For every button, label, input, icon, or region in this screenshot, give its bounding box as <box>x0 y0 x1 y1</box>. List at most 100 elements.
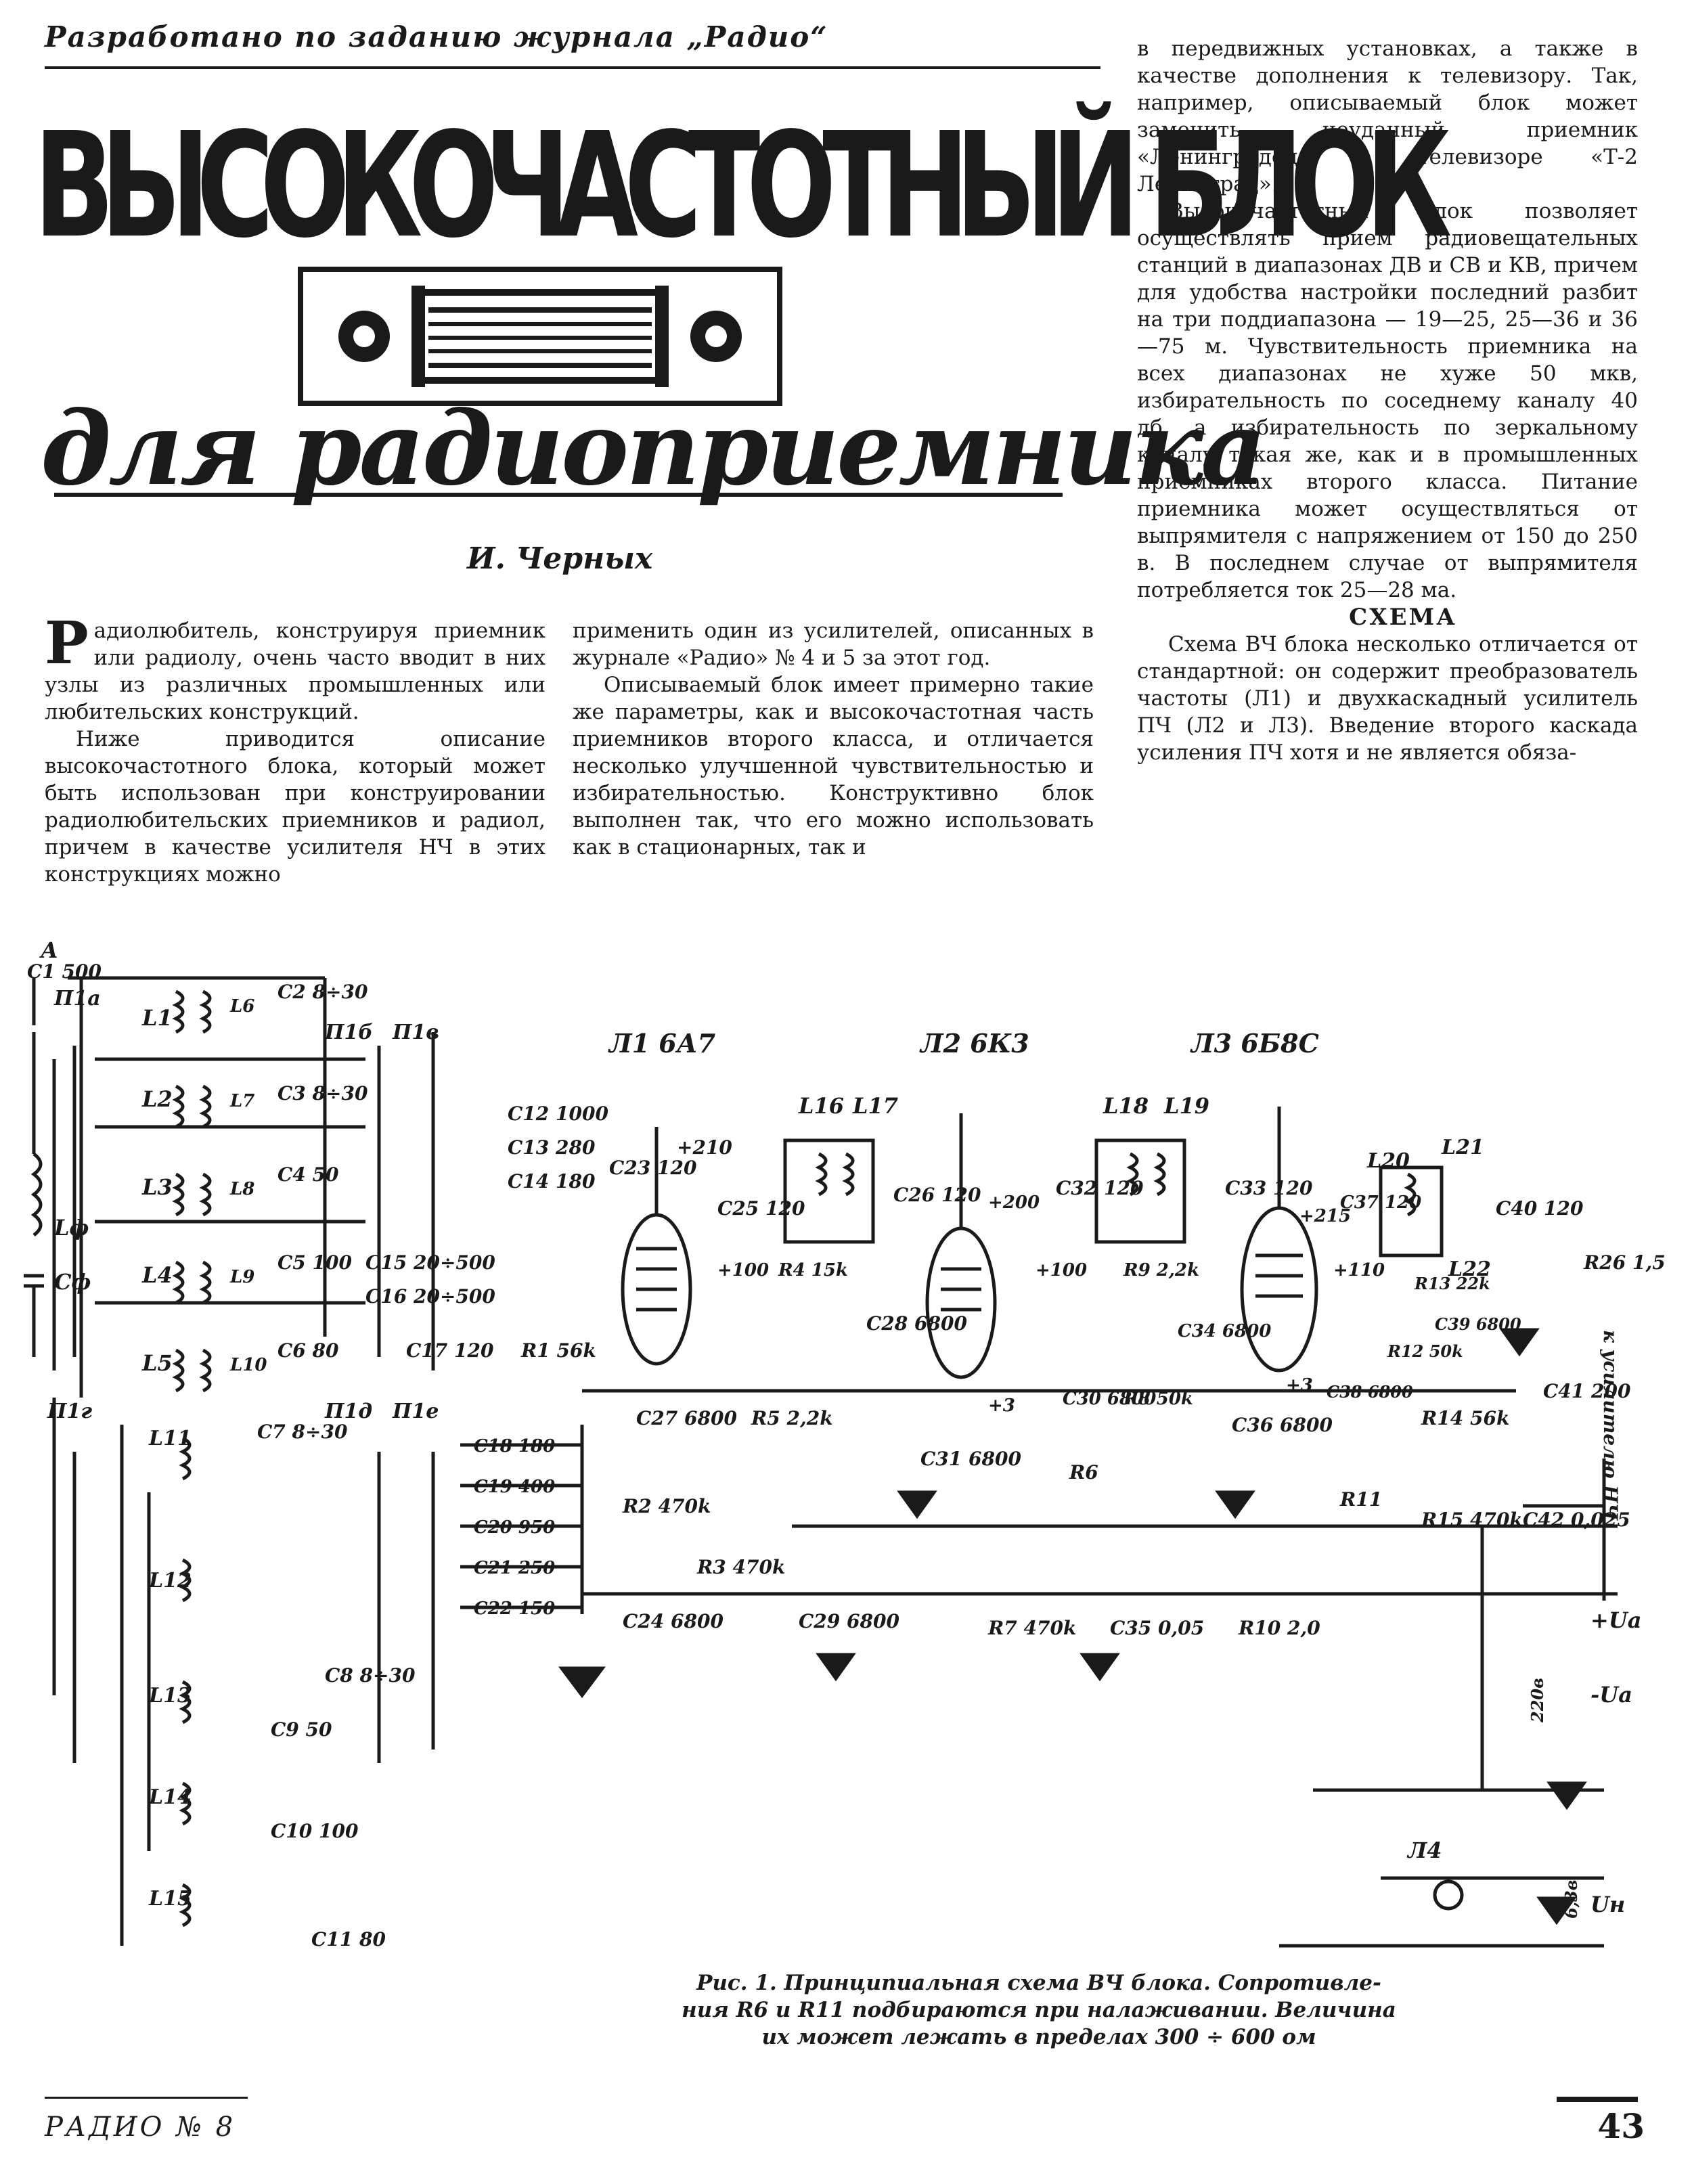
component-label: R7 470k <box>987 1617 1076 1639</box>
circuit-schematic: Л1 6А7 Л2 6К3 Л3 6Б8С П1а П1б П1в П1г П1… <box>24 937 1666 1951</box>
component-label: +100 <box>1036 1260 1087 1280</box>
cap-label: C3 8÷30 <box>277 1082 368 1105</box>
caption-line: их может лежать в пределах 300 ÷ 600 ом <box>761 2025 1316 2049</box>
component-label: C33 120 <box>1225 1177 1313 1199</box>
cap-label: C17 120 <box>406 1339 494 1362</box>
cap-label: C12 1000 <box>508 1102 608 1125</box>
kicker-rule <box>45 66 1100 69</box>
tube-l3 <box>1240 1107 1318 1373</box>
figure-caption: Рис. 1. Принципиальная схема ВЧ блока. С… <box>636 1969 1442 2057</box>
oscillator-coils <box>120 1425 192 1946</box>
component-label: R3 470k <box>696 1556 785 1578</box>
resistor-label: R2 470k <box>622 1495 711 1517</box>
component-label: C23 120 <box>609 1157 697 1179</box>
component-label: R26 1,5 <box>1583 1251 1666 1274</box>
component-label: C42 0,025 <box>1523 1509 1630 1531</box>
switch-label: П1е <box>392 1400 439 1423</box>
text-column-2: применить один из усилителей, описанных … <box>573 617 1094 942</box>
switch-label: П1д <box>324 1400 372 1423</box>
component-label: R12 50k <box>1387 1341 1463 1361</box>
cap-label: C22 150 <box>474 1599 555 1619</box>
kicker: Разработано по заданию журнала „Радио“ <box>45 20 828 53</box>
power-label: 220в <box>1528 1678 1547 1723</box>
component-label: C41 200 <box>1543 1380 1631 1402</box>
component-label: R8 50k <box>1123 1389 1193 1409</box>
component-label: C40 120 <box>1496 1197 1584 1220</box>
cap-label: C4 50 <box>277 1163 339 1186</box>
component-label: C38 6800 <box>1327 1382 1413 1402</box>
component-label: R6 <box>1069 1461 1098 1484</box>
cap-label: C20 950 <box>474 1517 555 1538</box>
oscillator-caps <box>460 1425 584 1614</box>
rf-input-section <box>24 976 327 1695</box>
coil-label: L9 <box>229 1267 254 1287</box>
cap-label: C9 50 <box>271 1718 332 1741</box>
rf-coil-bank <box>79 978 365 1398</box>
component-label: C36 6800 <box>1232 1414 1333 1436</box>
component-label: +110 <box>1333 1260 1385 1280</box>
power-label: +Uа <box>1590 1607 1641 1633</box>
caption-line: Рис. 1. Принципиальная схема ВЧ блока. С… <box>696 1971 1381 1995</box>
component-label: +210 <box>677 1136 732 1159</box>
cap-label: C6 80 <box>277 1339 339 1362</box>
component-label: C34 6800 <box>1178 1321 1271 1341</box>
coil-label: L10 <box>229 1355 267 1375</box>
paragraph: в передвижных установках, а также в каче… <box>1137 37 1638 196</box>
component-label: +100 <box>717 1260 769 1280</box>
tube-label-l3: Л3 6Б8С <box>1190 1028 1319 1058</box>
coil-label: L1 <box>141 1005 173 1031</box>
component-label: C39 6800 <box>1435 1314 1521 1334</box>
paragraph: применить один из усилителей, описанных … <box>573 619 1094 670</box>
component-label: L21 <box>1441 1136 1484 1159</box>
component-label: R4 15k <box>778 1260 848 1280</box>
coil-label: L5 <box>141 1350 173 1376</box>
input-label: Cф <box>54 1269 91 1295</box>
paragraph: Описываемый блок имеет примерно такие же… <box>573 673 1094 860</box>
component-label: R14 56k <box>1421 1407 1509 1429</box>
cap-label: C5 100 <box>277 1251 352 1274</box>
footer-rule <box>1557 2097 1638 2102</box>
cap-label: C16 20÷500 <box>365 1285 495 1308</box>
paragraph: Высокочастотный блок позволяет осуществл… <box>1137 199 1638 602</box>
component-label: L16 <box>798 1093 844 1119</box>
coil-label: L13 <box>148 1684 192 1708</box>
coil-label: L3 <box>141 1174 173 1200</box>
cap-label: C2 8÷30 <box>277 981 368 1003</box>
tube-l1 <box>621 1127 692 1366</box>
tube-label-l2: Л2 6К3 <box>919 1028 1029 1058</box>
switch-label: П1б <box>324 1021 373 1044</box>
cap-label: C10 100 <box>271 1820 359 1842</box>
author: И. Черных <box>467 541 653 576</box>
switch-label: П1г <box>47 1400 92 1423</box>
switch-label: П1а <box>53 987 101 1010</box>
component-label: C30 6800 <box>1063 1389 1156 1409</box>
cap-label: C19 400 <box>474 1477 555 1497</box>
coil-label: L15 <box>148 1887 192 1911</box>
drop-cap: Р <box>45 609 89 677</box>
footer-rule <box>45 2097 248 2099</box>
component-label: +215 <box>1299 1206 1351 1226</box>
input-label: C1 500 <box>27 960 102 983</box>
power-label: -Uа <box>1590 1682 1632 1708</box>
resistor-label: R1 56k <box>520 1339 596 1362</box>
cap-label: C24 6800 <box>623 1610 723 1632</box>
if-transformers <box>783 1138 1444 1257</box>
paragraph: Ниже приводится описание высокочастотног… <box>45 727 546 887</box>
article-subtitle: для радиоприемника <box>41 389 1266 508</box>
cap-label: C8 8÷30 <box>325 1664 416 1687</box>
coil-label: L7 <box>229 1091 254 1111</box>
page-number: 43 <box>1597 2106 1645 2146</box>
component-label: L18 <box>1103 1093 1149 1119</box>
coil-label: L4 <box>141 1262 173 1288</box>
article-title: ВЫСОКОЧАСТОТНЫЙ БЛОК <box>34 102 1452 270</box>
section-heading: СХЕМА <box>1349 604 1457 631</box>
component-label: R11 <box>1339 1488 1382 1511</box>
component-label: R10 2,0 <box>1238 1617 1320 1639</box>
input-label: Lф <box>53 1215 89 1241</box>
power-label: 6,3в <box>1561 1879 1581 1919</box>
component-label: +3 <box>988 1396 1015 1416</box>
tube-l2 <box>925 1113 997 1379</box>
